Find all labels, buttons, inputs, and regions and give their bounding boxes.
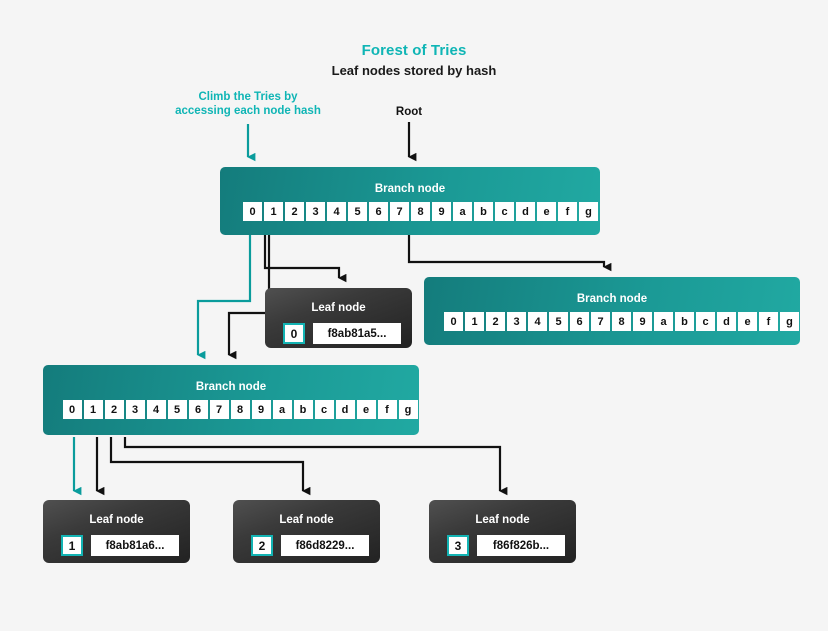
branch-cell-2[interactable]: 2 [285,202,304,221]
leaf-node-index[interactable]: 2 [251,535,273,556]
branch-cell-g[interactable]: g [780,312,799,331]
branch-cell-f[interactable]: f [377,400,397,419]
annotation-climb-the-tries: Climb the Tries by accessing each node h… [175,91,321,117]
branch-cell-c[interactable]: c [495,202,514,221]
branch-cell-0[interactable]: 0 [62,400,82,419]
wire-root-0-to-left-branch [196,224,252,360]
branch-cell-3[interactable]: 3 [125,400,145,419]
page-title: Forest of Tries [361,42,467,59]
branch-cell-0[interactable]: 0 [243,202,262,221]
branch-cell-6[interactable]: 6 [369,202,388,221]
wire-root-2-to-leaf-0 [263,228,347,283]
branch-cell-d[interactable]: d [717,312,736,331]
branch-cell-9[interactable]: 9 [251,400,271,419]
leaf-node-title: Leaf node [279,514,334,526]
leaf-node-title: Leaf node [475,514,530,526]
branch-cell-2[interactable]: 2 [104,400,124,419]
branch-cell-a[interactable]: a [272,400,292,419]
branch-cell-4[interactable]: 4 [146,400,166,419]
branch-cell-7[interactable]: 7 [209,400,229,419]
branch-node-root[interactable]: Branch node 0 1 2 3 4 5 6 7 8 9 a b c d … [220,167,600,235]
branch-node-left[interactable]: Branch node 0 1 2 3 4 5 6 7 8 9 a b c d … [43,365,419,435]
branch-cell-b[interactable]: b [474,202,493,221]
branch-node-cells: 0 1 2 3 4 5 6 7 8 9 a b c d e f g [45,393,418,419]
branch-cell-d[interactable]: d [516,202,535,221]
leaf-node-hash[interactable]: f86f826b... [477,535,565,556]
leaf-node-title: Leaf node [89,514,144,526]
branch-cell-4[interactable]: 4 [327,202,346,221]
branch-cell-d[interactable]: d [335,400,355,419]
leaf-node-index[interactable]: 3 [447,535,469,556]
branch-cell-0[interactable]: 0 [444,312,463,331]
branch-cell-1[interactable]: 1 [83,400,103,419]
leaf-node-0[interactable]: Leaf node 0 f8ab81a5... [265,288,412,348]
wire-left-3-to-leaf-3 [123,437,508,496]
branch-node-title: Branch node [195,381,267,393]
leaf-node-index[interactable]: 0 [283,323,305,344]
leaf-node-title: Leaf node [311,302,366,314]
leaf-node-hash[interactable]: f86d8229... [281,535,369,556]
branch-cell-7[interactable]: 7 [390,202,409,221]
branch-cell-f[interactable]: f [759,312,778,331]
branch-cell-6[interactable]: 6 [570,312,589,331]
branch-cell-2[interactable]: 2 [486,312,505,331]
branch-cell-b[interactable]: b [675,312,694,331]
branch-cell-b[interactable]: b [293,400,313,419]
leaf-node-hash[interactable]: f8ab81a5... [313,323,401,344]
branch-cell-c[interactable]: c [314,400,334,419]
branch-cell-5[interactable]: 5 [167,400,187,419]
branch-cell-5[interactable]: 5 [549,312,568,331]
branch-node-cells: 0 1 2 3 4 5 6 7 8 9 a b c d e f g [425,305,799,331]
branch-cell-c[interactable]: c [696,312,715,331]
branch-node-right[interactable]: Branch node 0 1 2 3 4 5 6 7 8 9 a b c d … [424,277,800,345]
leaf-node-index[interactable]: 1 [61,535,83,556]
branch-cell-e[interactable]: e [738,312,757,331]
leaf-node-3[interactable]: Leaf node 3 f86f826b... [429,500,576,563]
branch-cell-4[interactable]: 4 [528,312,547,331]
leaf-node-hash[interactable]: f8ab81a6... [91,535,179,556]
branch-cell-7[interactable]: 7 [591,312,610,331]
branch-cell-f[interactable]: f [558,202,577,221]
branch-cell-8[interactable]: 8 [411,202,430,221]
branch-cell-9[interactable]: 9 [633,312,652,331]
branch-cell-8[interactable]: 8 [230,400,250,419]
branch-cell-e[interactable]: e [537,202,556,221]
branch-cell-g[interactable]: g [398,400,418,419]
leaf-node-1[interactable]: Leaf node 1 f8ab81a6... [43,500,190,563]
leaf-node-row: 2 f86d8229... [233,526,380,556]
branch-cell-6[interactable]: 6 [188,400,208,419]
branch-cell-3[interactable]: 3 [507,312,526,331]
branch-node-cells: 0 1 2 3 4 5 6 7 8 9 a b c d e f g [222,195,598,221]
branch-node-title: Branch node [576,293,648,305]
branch-cell-g[interactable]: g [579,202,598,221]
branch-cell-1[interactable]: 1 [264,202,283,221]
branch-cell-e[interactable]: e [356,400,376,419]
leaf-node-row: 3 f86f826b... [429,526,576,556]
annotation-root: Root [395,106,423,118]
branch-cell-9[interactable]: 9 [432,202,451,221]
branch-cell-a[interactable]: a [654,312,673,331]
page-subtitle: Leaf nodes stored by hash [331,63,497,78]
branch-node-title: Branch node [374,183,446,195]
branch-cell-3[interactable]: 3 [306,202,325,221]
leaf-node-2[interactable]: Leaf node 2 f86d8229... [233,500,380,563]
wire-left-2-to-leaf-2 [109,437,311,496]
branch-cell-a[interactable]: a [453,202,472,221]
leaf-node-row: 0 f8ab81a5... [265,314,412,344]
leaf-node-row: 1 f8ab81a6... [43,526,190,556]
branch-cell-5[interactable]: 5 [348,202,367,221]
wire-root-1-to-left-branch [227,224,271,360]
branch-cell-8[interactable]: 8 [612,312,631,331]
branch-cell-1[interactable]: 1 [465,312,484,331]
